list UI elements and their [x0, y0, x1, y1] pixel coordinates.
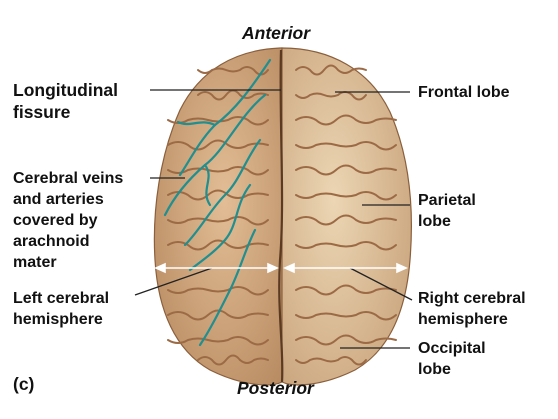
sulcus [167, 336, 269, 346]
panel-letter: (c) [13, 374, 35, 394]
cerebral-vessels [163, 58, 272, 347]
label-occipital-lobe: Occipital lobe [418, 340, 486, 378]
vessel-line [203, 163, 212, 207]
sulcus [295, 311, 397, 321]
label-right-cerebral-hemisphere: Right cerebral hemisphere [418, 290, 526, 328]
vessel-line [188, 183, 252, 272]
leader-lines [134, 89, 413, 349]
label-frontal-lobe: Frontal lobe [418, 84, 510, 101]
sulcus [197, 66, 269, 76]
sulcus [167, 216, 269, 226]
sulcus [167, 286, 269, 296]
sulcus [295, 356, 367, 366]
sulci-pattern [167, 64, 397, 366]
sulcus [167, 189, 269, 201]
sulcus [295, 164, 397, 176]
label-longitudinal-fissure: Longitudinal fissure [13, 80, 118, 122]
sulcus [295, 114, 397, 126]
sulcus [295, 141, 397, 151]
posterior-label: Posterior [237, 378, 314, 398]
leader-right-hemisphere [349, 267, 413, 301]
anterior-label: Anterior [242, 23, 311, 43]
sulcus [295, 214, 397, 226]
label-cerebral-veins: Cerebral veins and arteries covered by a… [13, 170, 124, 271]
label-left-cerebral-hemisphere: Left cerebral hemisphere [13, 290, 110, 328]
longitudinal-fissure-line [278, 49, 284, 383]
label-parietal-lobe: Parietal lobe [418, 192, 476, 230]
vessel-line [176, 120, 217, 127]
vessel-line [183, 138, 262, 247]
sulcus [167, 166, 269, 176]
hemisphere-arrows [154, 262, 408, 274]
left-hemisphere-shape [153, 47, 283, 386]
sulcus [295, 191, 397, 201]
sulcus [295, 64, 367, 76]
sulcus [167, 139, 269, 151]
sulcus [295, 241, 397, 251]
vessel-line [198, 228, 257, 347]
leader-left-hemisphere [134, 267, 213, 296]
sulcus [295, 284, 397, 296]
sulcus [295, 334, 397, 346]
sulcus [197, 354, 269, 366]
sulcus [167, 309, 269, 321]
sulcus [295, 91, 367, 101]
